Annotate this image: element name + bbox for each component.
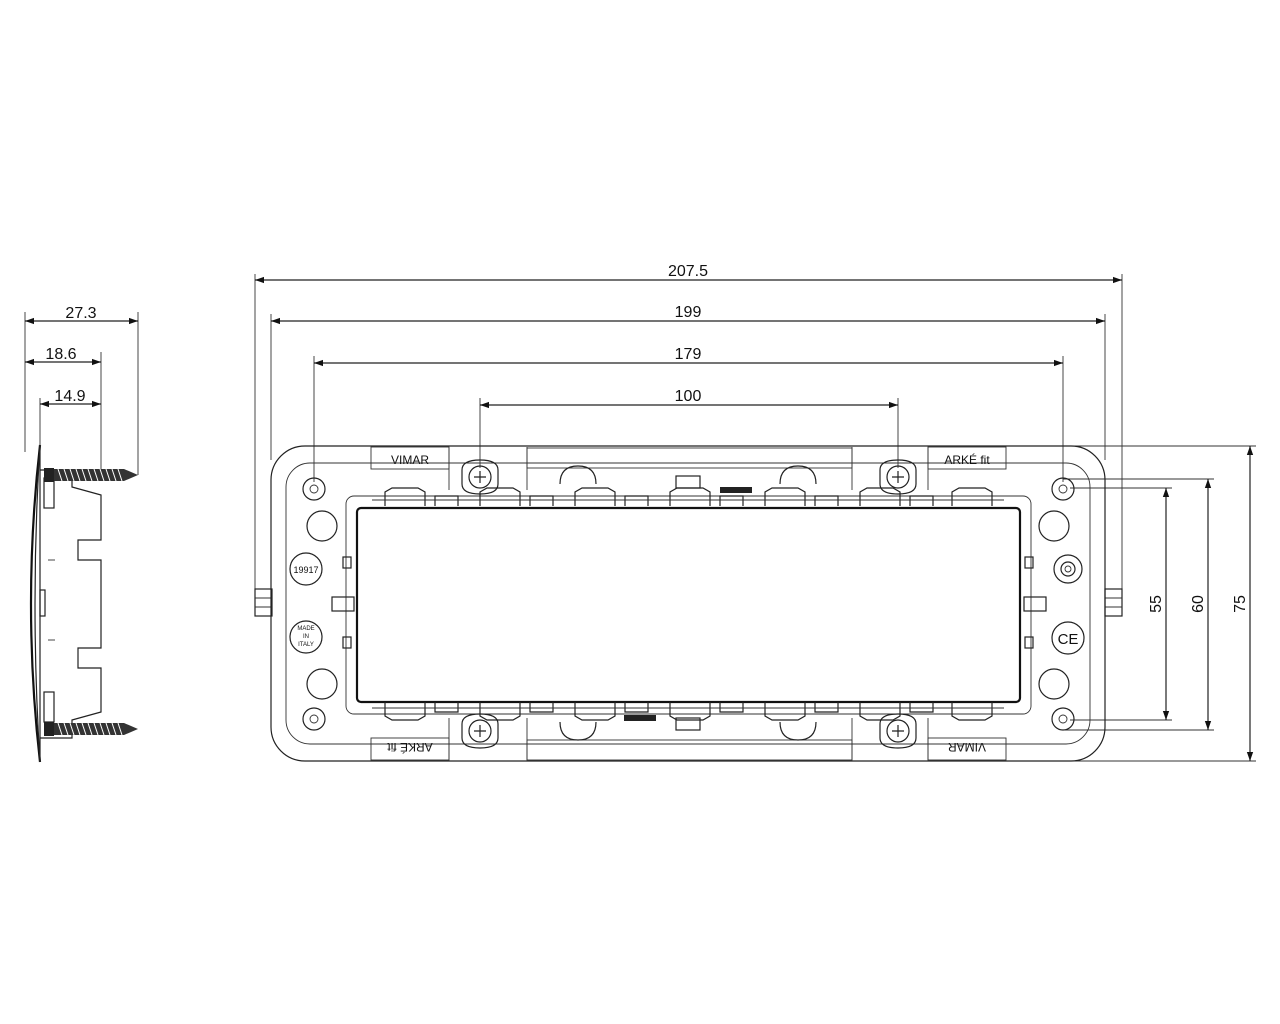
- dim-height-inner: 55: [1148, 595, 1165, 613]
- screw-top: [44, 468, 138, 482]
- certification-mark-icon: [1053, 554, 1083, 584]
- round-hole: [1038, 668, 1070, 700]
- brand-label-bottom: VIMAR: [948, 740, 986, 754]
- clip-row-bottom: [372, 702, 1004, 721]
- round-hole: [306, 510, 338, 542]
- front-view: 207.5 199 179 100 55 60 75: [254, 263, 1256, 762]
- dim-hole-spacing: 179: [675, 346, 702, 363]
- mount-hole-bottom-left: [302, 707, 326, 731]
- mount-hole-bottom-right: [1051, 707, 1075, 731]
- ce-mark-icon: CE: [1058, 631, 1079, 648]
- dim-height-total: 75: [1232, 595, 1249, 613]
- fixing-screw-top-left: [461, 459, 499, 495]
- dim-side-mid: 18.6: [45, 346, 76, 363]
- dim-screw-spacing: 100: [675, 388, 702, 405]
- fixing-screw-bottom-left: [461, 713, 499, 749]
- fixing-screw-top-right: [879, 459, 917, 495]
- mount-hole-top-left: [302, 477, 326, 501]
- series-label-bottom: ARKÉ fit: [387, 740, 433, 755]
- series-label-top: ARKÉ fit: [944, 452, 990, 467]
- plate-profile: [29, 444, 42, 763]
- frame-outline: [270, 445, 1106, 762]
- origin-line3: ITALY: [298, 642, 314, 648]
- code-badge: [289, 552, 323, 586]
- round-hole: [306, 668, 338, 700]
- origin-badge: [289, 620, 323, 654]
- ce-badge: [1051, 621, 1085, 655]
- dim-height-mid: 60: [1190, 595, 1207, 613]
- fixing-screw-bottom-right: [879, 713, 917, 749]
- origin-line1: MADE: [297, 626, 314, 632]
- mount-hole-top-right: [1051, 477, 1075, 501]
- screw-bottom: [44, 722, 138, 736]
- origin-line2: IN: [303, 634, 309, 640]
- code-label: 19917: [293, 565, 318, 575]
- round-hole: [1038, 510, 1070, 542]
- brand-label-top: VIMAR: [391, 453, 429, 467]
- dim-side-total: 27.3: [65, 305, 96, 322]
- side-view: 27.3 18.6 14.9: [24, 305, 139, 763]
- module-opening: [355, 506, 1022, 704]
- dim-side-inner: 14.9: [54, 388, 85, 405]
- clip-row-top: [372, 487, 1004, 506]
- dim-mount-width: 199: [675, 304, 702, 321]
- dim-overall-width: 207.5: [668, 263, 708, 280]
